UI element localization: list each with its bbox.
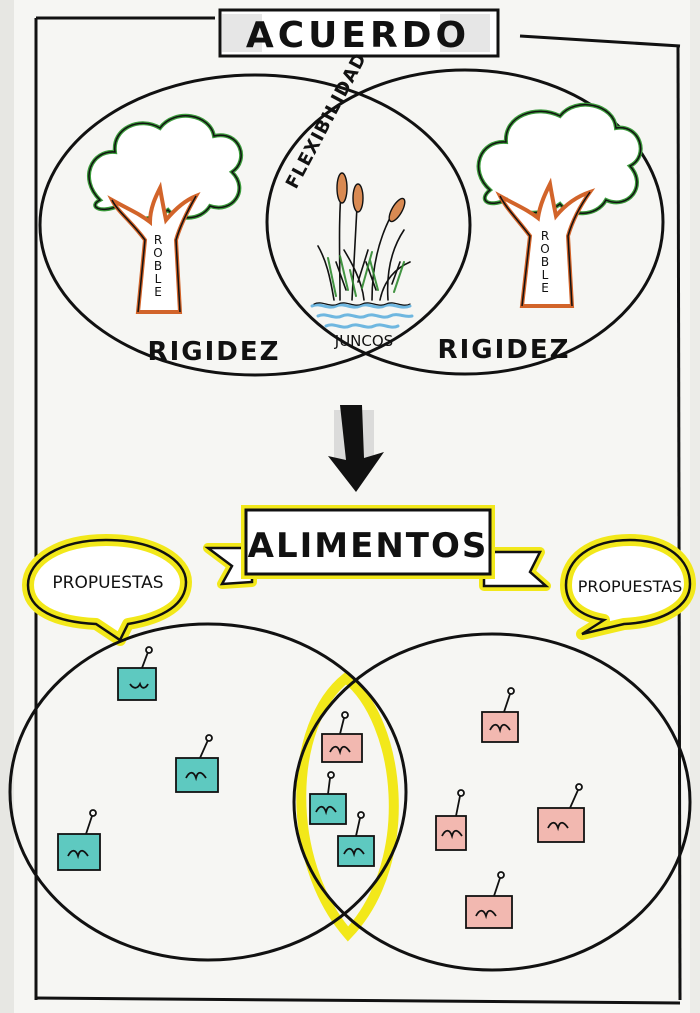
sticky-note-icon <box>309 771 347 825</box>
svg-text:L: L <box>155 272 162 286</box>
sticky-note-icon <box>57 809 101 871</box>
reeds-label: JUNCOS <box>334 332 393 350</box>
banner: ALIMENTOS <box>203 505 551 591</box>
svg-text:B: B <box>154 259 162 273</box>
svg-text:L: L <box>542 268 549 282</box>
right-label-rigidez: RIGIDEZ <box>438 335 571 365</box>
svg-text:O: O <box>540 242 549 256</box>
sticky-note-icon <box>537 783 585 843</box>
svg-text:E: E <box>541 281 549 295</box>
sticky-note-icon <box>175 734 219 793</box>
speech-bubble-icon: PROPUESTAS <box>560 534 696 640</box>
left-label-rigidez: RIGIDEZ <box>148 337 281 367</box>
bottom-venn <box>8 622 692 972</box>
oak-tree-icon: R O B L E <box>87 113 244 314</box>
svg-text:O: O <box>153 246 162 260</box>
banner-title: ALIMENTOS <box>248 526 489 566</box>
reeds-icon <box>310 172 414 329</box>
svg-text:R: R <box>154 233 162 247</box>
top-venn-left-circle <box>38 73 472 377</box>
left-bubble-text: PROPUESTAS <box>52 573 163 593</box>
page-title: ACUERDO <box>246 15 470 56</box>
svg-text:E: E <box>154 285 162 299</box>
speech-bubble-icon: PROPUESTAS <box>22 534 192 646</box>
sticky-notes <box>57 646 585 929</box>
bottom-venn-left-circle <box>8 622 408 962</box>
sticky-note-icon <box>435 789 467 851</box>
sticky-note-icon <box>337 811 375 867</box>
right-tree-text: R O B L E <box>540 229 549 295</box>
title-box: ACUERDO <box>218 8 500 58</box>
top-venn-right-circle <box>265 68 665 376</box>
page-frame <box>34 16 682 1005</box>
top-venn <box>38 68 665 377</box>
oak-tree-icon: R O B L E <box>476 102 643 308</box>
left-tree-text: R O B L E <box>153 233 162 299</box>
sticky-note-icon <box>117 646 157 701</box>
sticky-note-icon <box>465 871 513 929</box>
svg-text:B: B <box>541 255 549 269</box>
arrow-down-icon <box>328 405 384 492</box>
sticky-note-icon <box>321 711 363 763</box>
svg-text:R: R <box>541 229 549 243</box>
sticky-note-icon <box>481 687 519 743</box>
bottom-venn-right-circle <box>292 632 692 972</box>
right-bubble-text: PROPUESTAS <box>578 577 683 596</box>
